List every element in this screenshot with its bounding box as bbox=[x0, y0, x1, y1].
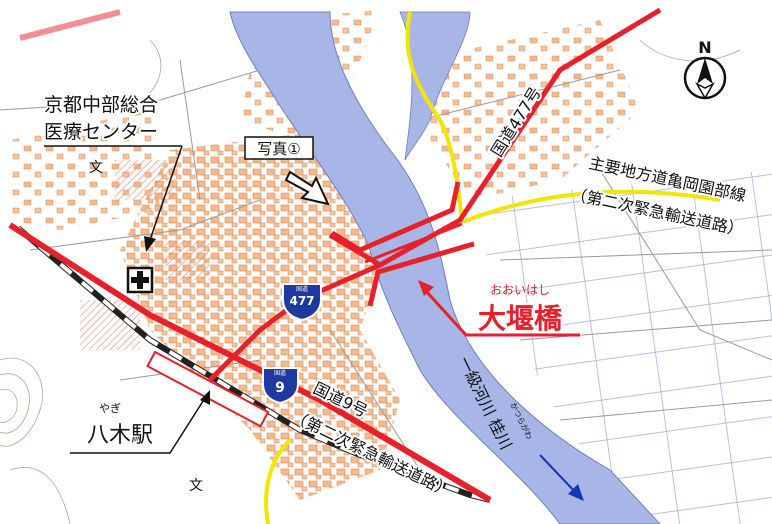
bridge-label: 大堰橋 bbox=[478, 302, 563, 335]
river-flow-arrow-line bbox=[539, 454, 579, 496]
hospital-label-line1: 京都中部総合 bbox=[44, 94, 158, 116]
bridge-bracket-south bbox=[367, 241, 475, 307]
station-ruby: やぎ bbox=[99, 401, 121, 415]
route-9-shield: 国道 9 bbox=[262, 367, 299, 405]
hospital-label-line2: 医療センター bbox=[44, 121, 158, 143]
route-9-shield-number: 9 bbox=[275, 380, 285, 396]
hatched-area-3 bbox=[165, 240, 210, 280]
photo-label: 写真① bbox=[257, 140, 300, 158]
route-9-shield-top: 国道 bbox=[274, 369, 286, 377]
bridge-leader-arrowhead bbox=[418, 280, 434, 296]
photo-direction-arrow bbox=[284, 170, 330, 206]
hatched-area bbox=[115, 160, 175, 200]
north-label: N bbox=[698, 38, 711, 57]
bridge-ruby: おおいはし bbox=[490, 283, 550, 297]
hospital-leader-line bbox=[149, 145, 183, 241]
station-leader-line bbox=[70, 397, 206, 454]
route-9-road bbox=[8, 222, 492, 503]
station-leader-arrowhead bbox=[200, 390, 210, 405]
railway-line-dash bbox=[16, 226, 491, 502]
station-label: 八木駅 bbox=[87, 423, 153, 448]
school-icon: 文 bbox=[89, 160, 103, 176]
town-buildings-east bbox=[420, 20, 640, 200]
bridge-bracket-north bbox=[330, 181, 461, 253]
hospital-leader-arrowhead bbox=[144, 236, 156, 252]
route-477-shield: 国道 477 bbox=[282, 283, 322, 322]
road-top-left bbox=[19, 9, 121, 41]
school-icon-2: 文 bbox=[189, 478, 203, 494]
river-flow-arrowhead bbox=[568, 484, 584, 501]
route-477-shield-number: 477 bbox=[289, 294, 314, 308]
bridge-deck bbox=[364, 222, 463, 264]
bridge-leader-line bbox=[423, 288, 580, 337]
hospital-icon bbox=[126, 266, 154, 294]
photo-label-box bbox=[244, 136, 314, 160]
north-arrow: N bbox=[683, 38, 727, 100]
route-477-shield-top: 国道 bbox=[296, 285, 308, 293]
river-channel-north bbox=[399, 11, 471, 161]
